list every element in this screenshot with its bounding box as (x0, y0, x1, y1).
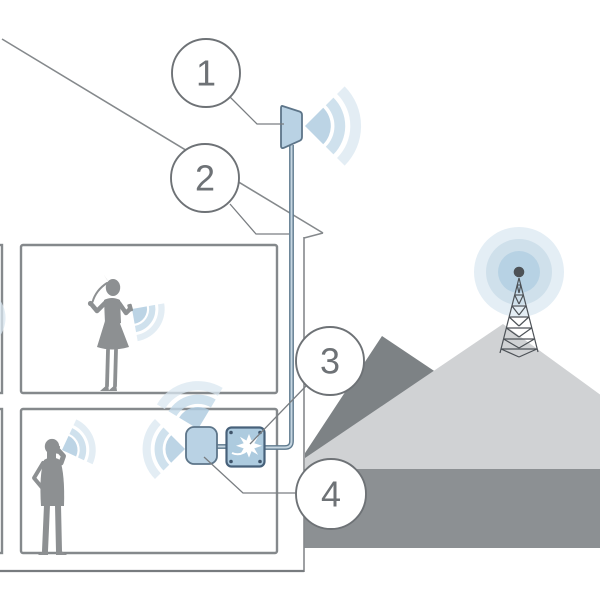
woman-silhouette (87, 274, 134, 391)
neighbor-room-lower (0, 407, 4, 555)
mountains (304, 324, 600, 548)
eave-line (303, 232, 324, 239)
man-silhouette (32, 438, 67, 555)
coax-cable-core (264, 145, 293, 449)
outdoor-antenna-waves-icon (305, 86, 362, 166)
callout-3-leader (249, 385, 307, 445)
cell-tower (474, 227, 564, 358)
booster-burst-icon (236, 434, 262, 458)
roof-line (1, 38, 324, 234)
svg-text:3: 3 (320, 341, 340, 382)
svg-text:1: 1 (196, 53, 216, 94)
callout-4-leader (203, 456, 296, 494)
callout-3: 3 (295, 326, 365, 396)
callout-1-leader (229, 96, 284, 125)
outdoor-antenna (280, 105, 303, 149)
callouts: 1 2 3 4 (170, 38, 367, 530)
booster-system (185, 105, 303, 468)
booster-swoosh-icon (231, 447, 251, 456)
svg-text:2: 2 (195, 158, 215, 199)
callout-4: 4 (295, 458, 367, 530)
callout-2: 2 (170, 143, 240, 213)
indoor-antenna (185, 426, 218, 465)
cell-tower-icon (499, 277, 539, 358)
mountain-light (305, 324, 600, 470)
svg-text:4: 4 (321, 474, 341, 515)
tower-antenna-dot (513, 266, 525, 278)
callout-2-leader (229, 203, 289, 235)
callout-1: 1 (171, 38, 241, 108)
